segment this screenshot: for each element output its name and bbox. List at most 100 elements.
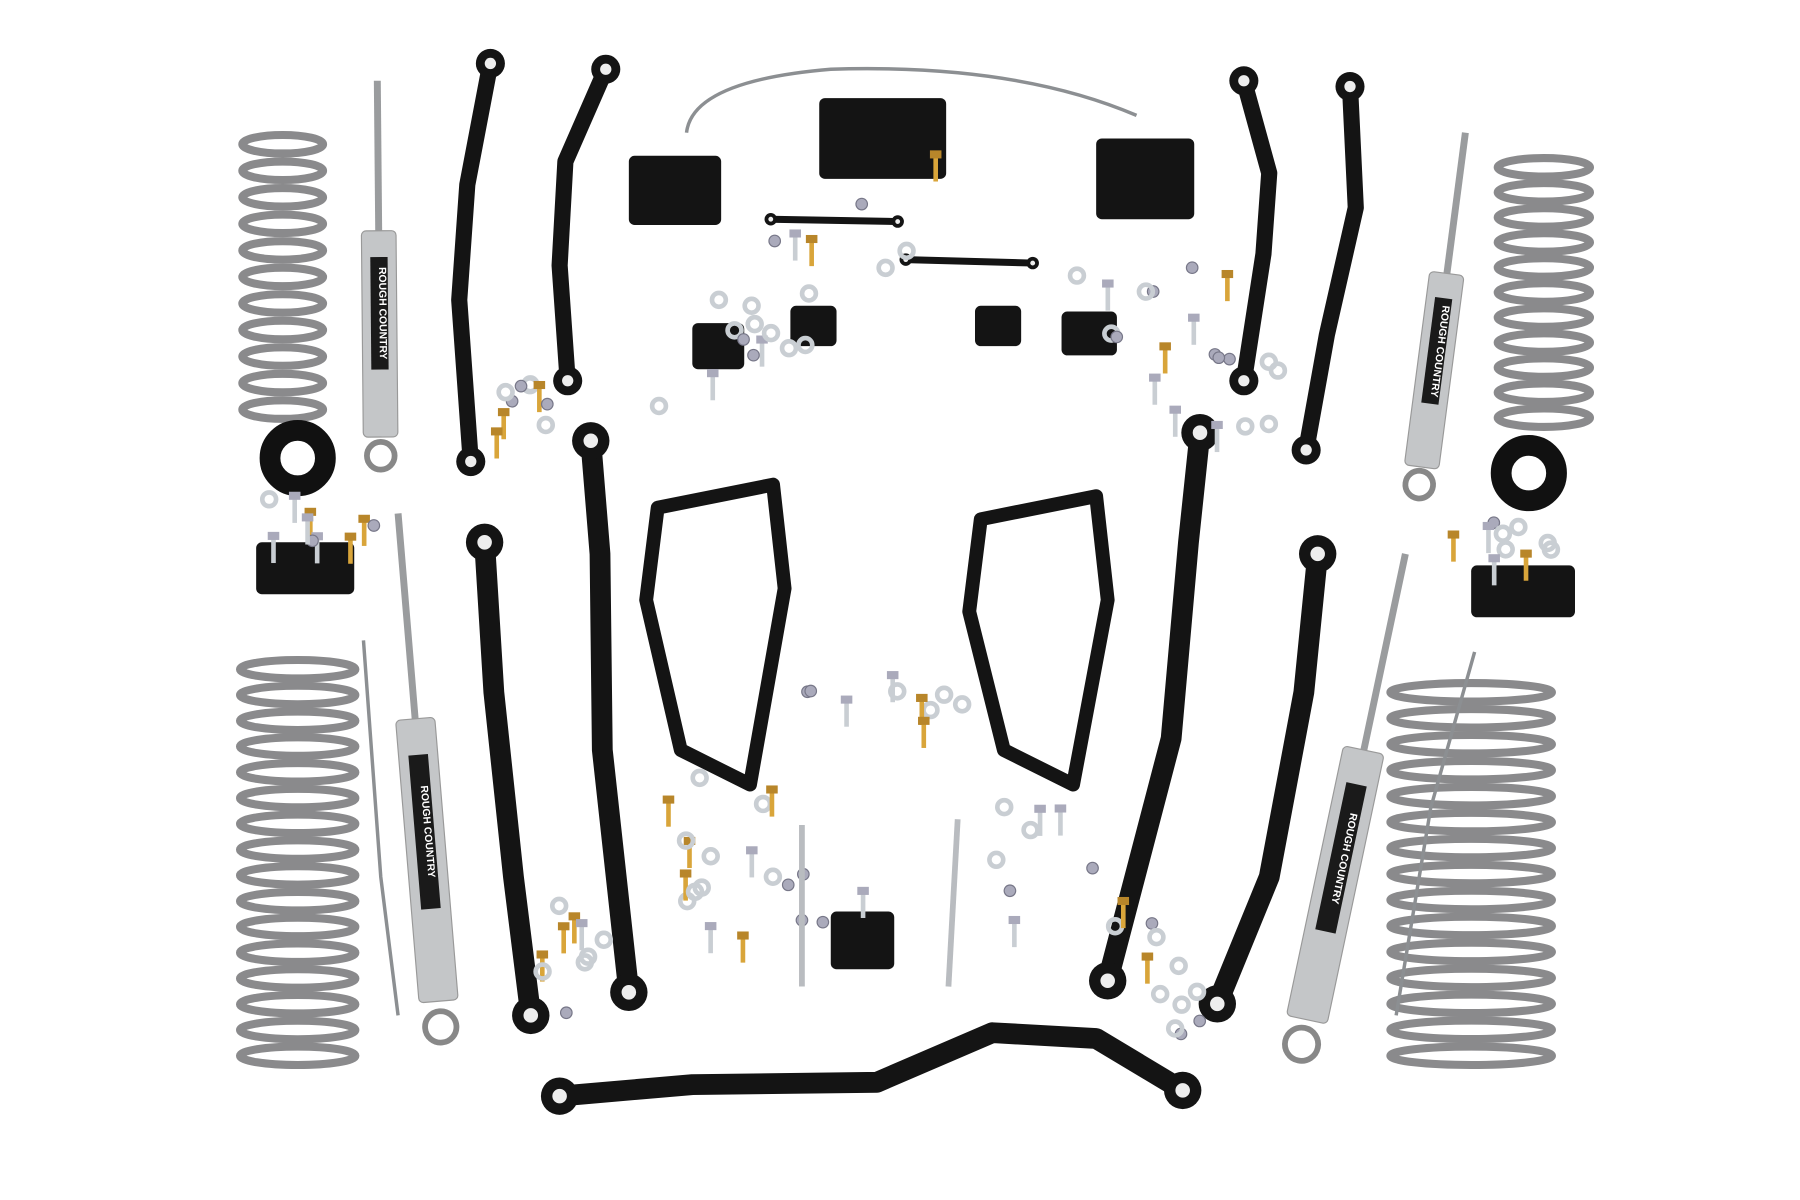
coil-springs — [235, 130, 1595, 1070]
spring-coil — [235, 759, 360, 786]
washer — [897, 241, 916, 261]
bolt-head — [1520, 549, 1532, 558]
bolt — [1221, 269, 1234, 302]
mounting-bracket — [1061, 311, 1117, 356]
bolt-shank — [921, 722, 927, 748]
bolt-shank — [1012, 921, 1017, 948]
bolt — [662, 795, 675, 827]
bushing-sleeve — [1192, 425, 1208, 440]
washer — [1165, 1019, 1185, 1038]
bolt-shank — [305, 519, 310, 545]
washer — [692, 878, 711, 897]
bolt-head — [805, 234, 818, 244]
bolt-head — [1008, 915, 1021, 925]
brake-line — [1394, 651, 1477, 1016]
bolt-head — [1054, 804, 1067, 813]
bolt — [304, 507, 317, 539]
brackets — [256, 98, 1575, 970]
bolt-head — [662, 795, 675, 804]
washer — [676, 831, 696, 850]
bolt-head — [683, 836, 696, 845]
control-arm — [1291, 72, 1365, 465]
bolt-shank — [1058, 810, 1063, 836]
nut — [1185, 261, 1199, 275]
rubber-isolator — [259, 419, 336, 497]
nut — [1145, 917, 1159, 930]
bolt-shank — [1162, 348, 1168, 374]
bolt-shank — [561, 928, 567, 954]
arm-tube — [902, 256, 1037, 267]
nut — [1003, 884, 1017, 898]
bolt-head — [746, 846, 758, 855]
bracket-frame — [962, 489, 1115, 792]
bushing-sleeve — [1175, 1083, 1190, 1098]
control-arm — [1089, 414, 1219, 1000]
washer — [1172, 995, 1191, 1014]
shock-label — [370, 256, 389, 370]
washer — [1169, 956, 1188, 976]
mounting-bracket — [962, 489, 1115, 792]
spring-coil — [1493, 204, 1595, 231]
coil-spring — [235, 655, 360, 1070]
bolt-shank — [1120, 902, 1126, 929]
hardware — [259, 66, 1561, 1041]
nut — [768, 234, 782, 248]
bolt-head — [1482, 521, 1495, 531]
spring-coil — [238, 316, 328, 344]
shock-absorber: ROUGH COUNTRY — [1402, 132, 1469, 502]
washer — [763, 867, 783, 887]
bolt-shank — [687, 842, 692, 869]
arm-tube — [1235, 72, 1278, 389]
spring-coil — [1386, 808, 1556, 836]
bolt-shank — [501, 413, 507, 440]
bolt — [1188, 313, 1200, 345]
shock-eye — [422, 1008, 460, 1046]
mounting-bracket — [1096, 138, 1195, 220]
bolt — [1520, 549, 1532, 581]
bracket-plate — [628, 155, 722, 225]
bolt-shank — [1172, 411, 1178, 437]
spring-coil — [1493, 379, 1595, 406]
bracket-plate — [1096, 138, 1195, 220]
bolt-shank — [708, 927, 713, 954]
control-arm — [1229, 66, 1278, 396]
bracket-plate — [256, 542, 355, 595]
washer — [1259, 414, 1279, 434]
bolt — [918, 716, 930, 748]
bracket-plate — [1061, 311, 1117, 356]
spring-coil — [1493, 279, 1595, 306]
bolt-head — [1221, 269, 1234, 279]
nut — [747, 348, 760, 362]
washer — [876, 258, 895, 278]
bolt — [704, 922, 717, 954]
bolt-head — [706, 369, 719, 378]
shock-label — [1315, 782, 1367, 934]
bolt-head — [766, 785, 778, 794]
bolt-shank — [933, 156, 939, 182]
mounting-bracket — [256, 542, 355, 595]
washer — [1136, 282, 1156, 301]
bolt — [746, 846, 758, 878]
washer — [745, 314, 764, 334]
spring-coil — [1493, 229, 1595, 256]
coil-spring — [1493, 154, 1595, 431]
shock-eye — [1282, 1024, 1322, 1064]
washer — [1187, 982, 1207, 1002]
bolt-shank — [1214, 426, 1220, 453]
washer — [649, 396, 669, 416]
spring-coil — [235, 681, 360, 709]
bolt — [490, 427, 503, 459]
washer — [533, 962, 552, 981]
bolt-shank — [683, 875, 688, 901]
bracket-plate — [975, 305, 1022, 347]
bushing-sleeve — [1100, 973, 1115, 989]
bolt-shank — [1225, 275, 1230, 302]
arm-tube — [474, 531, 542, 1026]
bolt — [1159, 342, 1171, 374]
bolt — [1447, 530, 1460, 562]
nut — [559, 1006, 573, 1020]
bushing-sleeve — [1344, 80, 1356, 93]
bolt-head — [557, 922, 570, 931]
washer — [952, 695, 972, 714]
